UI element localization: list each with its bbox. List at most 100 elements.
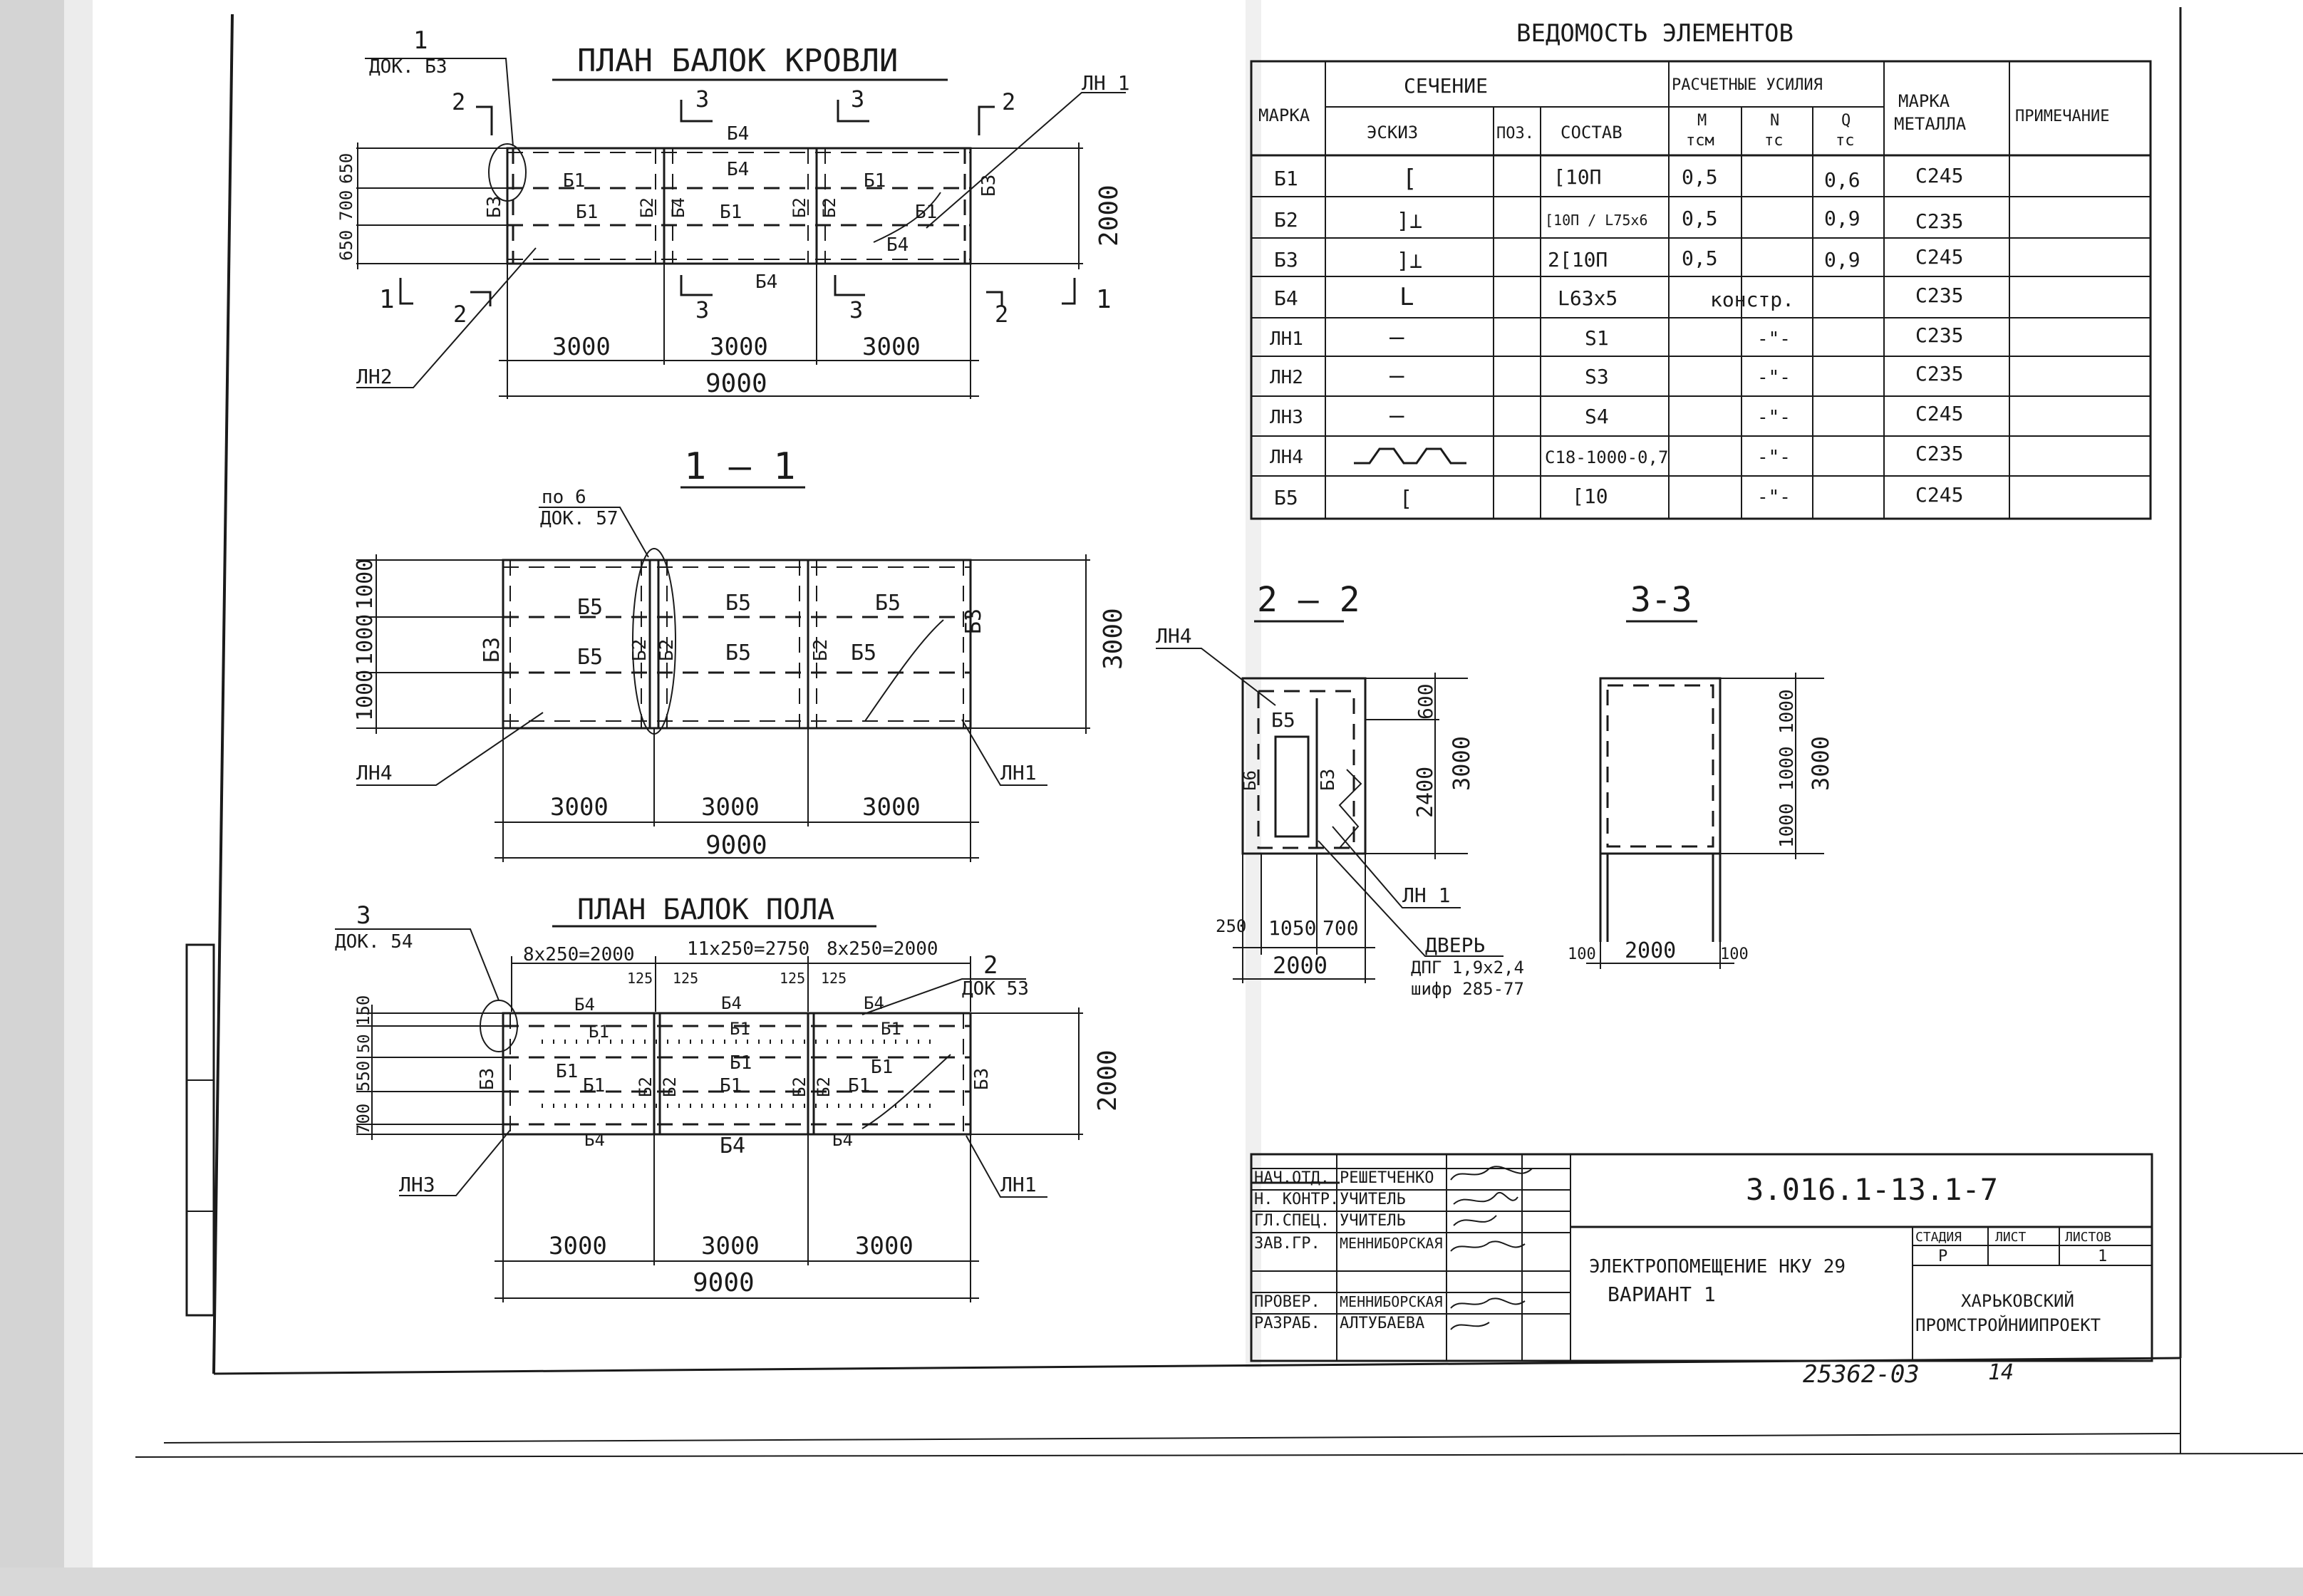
schedule-row9-comp: [10 [1572, 484, 1608, 508]
handwritten-signatures [1450, 1166, 1533, 1330]
roof-ln1-label: ЛН 1 [1082, 71, 1129, 95]
section-3-3: 3-3 1000 1000 1000 3000 100 2000 100 [1568, 580, 1834, 969]
schedule-row7-metal: С245 [1915, 402, 1963, 425]
floor-dim-right: 2000 [1093, 1050, 1122, 1112]
floor-dim-left-2: 50 [356, 1035, 373, 1054]
section22-dim-bottom-1: 250 [1216, 916, 1246, 936]
schedule-h-m2: тсм [1686, 132, 1714, 150]
floor-ref3-doc: ДОК. 54 [335, 931, 413, 953]
roof-label-b1-3: Б1 [720, 202, 742, 223]
schedule-row2-comp: [10П / L75х6 [1545, 212, 1648, 229]
archive-stamp: 25362-03 [1803, 1360, 1920, 1389]
sig-name-1: РЕШЕТЧЕНКО [1340, 1169, 1434, 1187]
roof-ref1-number: 1 [413, 26, 428, 55]
roof-cut2-right-bottom: 2 [995, 301, 1008, 328]
floor-b4-1: Б4 [574, 995, 595, 1015]
schedule-row7-mark: ЛН3 [1270, 407, 1303, 428]
floor-b1-1: Б1 [589, 1022, 609, 1042]
section11-dim-bottom-2: 3000 [701, 793, 760, 822]
floor-dim-total: 9000 [693, 1268, 755, 1297]
organization-name-1: ХАРЬКОВСКИЙ [1961, 1290, 2074, 1311]
schedule-row6-n: -"- [1757, 367, 1791, 388]
schedule-row2-mark: Б2 [1274, 208, 1298, 232]
roof-label-b1-2: Б1 [576, 202, 598, 223]
roof-plan-title: ПЛАН БАЛОК КРОВЛИ [577, 43, 898, 79]
section22-door2: ДПГ 1,9х2,4 [1411, 958, 1524, 978]
schedule-row3-comp: 2[10П [1548, 248, 1608, 271]
schedule-row1-mark: Б1 [1274, 167, 1298, 190]
sig-role-2: Н. КОНТР. [1254, 1191, 1339, 1208]
scan-shadow-bottom [0, 1568, 2303, 1596]
section22-dim-bottom-3: 700 [1323, 916, 1359, 940]
schedule-row8-n: -"- [1757, 447, 1791, 468]
section33-dim-right-total: 3000 [1807, 736, 1834, 791]
schedule-h-metal2: МЕТАЛЛА [1894, 114, 1967, 134]
schedule-row9-n: -"- [1757, 487, 1791, 508]
section33-dim-right-2: 1000 [1776, 746, 1798, 791]
floor-top-dim-2: 11x250=2750 [687, 938, 809, 960]
roof-label-b1-5: Б1 [915, 202, 937, 223]
corrugated-sheet-sketch [1354, 447, 1466, 465]
roof-dim-bottom-1: 3000 [552, 333, 611, 361]
floor-b1-8: Б1 [720, 1075, 742, 1097]
schedule-row3-metal: С245 [1915, 245, 1963, 269]
schedule-row2-metal: С235 [1915, 209, 1963, 233]
schedule-row2-sketch: ]⊥ [1397, 209, 1422, 234]
floor-beam-plan: ПЛАН БАЛОК ПОЛА 3 ДОК. 54 2 ДОК 53 8x250… [335, 893, 1122, 1302]
floor-ref2-doc: ДОК 53 [962, 978, 1029, 1000]
schedule-row6-mark: ЛН2 [1270, 367, 1303, 388]
sig-name-3: УЧИТЕЛЬ [1340, 1212, 1406, 1230]
floor-b1-2: Б1 [730, 1019, 750, 1039]
schedule-row1-m: 0,5 [1682, 165, 1718, 189]
floor-b1-7: Б1 [583, 1075, 605, 1097]
schedule-row5-sketch: — [1389, 323, 1404, 351]
page-number: 14 [1988, 1360, 2014, 1385]
section33-dim-bottom-3: 100 [1720, 945, 1749, 963]
book-fold-shadow [1246, 0, 1261, 1368]
sig-role-4: ЗАВ.ГР. [1254, 1235, 1320, 1253]
section11-ln4: ЛН4 [356, 761, 393, 784]
value-sheets: 1 [2098, 1248, 2107, 1265]
schedule-h-note: ПРИМЕЧАНИЕ [2015, 108, 2109, 125]
schedule-h-sketch: ЭСКИЗ [1367, 123, 1418, 142]
section22-dim-total: 2000 [1273, 952, 1328, 979]
section22-dim-right-total: 3000 [1448, 736, 1475, 791]
floor-b2-3: Б2 [790, 1077, 809, 1097]
roof-label-b3-left: Б3 [484, 196, 505, 218]
schedule-row4-n: констр. [1710, 288, 1794, 311]
sig-role-6: ПРОВЕР. [1254, 1293, 1320, 1311]
section11-b5-2: Б5 [725, 591, 751, 616]
schedule-h-pos: ПОЗ. [1496, 125, 1534, 142]
roof-dim-left-1: 650 [336, 153, 356, 184]
schedule-h-metal1: МАРКА [1898, 91, 1950, 111]
section22-b3: Б3 [1318, 769, 1339, 791]
schedule-h-q2: тс [1836, 132, 1855, 150]
section33-title: 3-3 [1630, 580, 1692, 620]
section11-b5-3: Б5 [875, 591, 901, 616]
schedule-row3-m: 0,5 [1682, 247, 1718, 270]
section22-dim-right-2: 2400 [1413, 767, 1438, 818]
section11-dim-left-3: 1000 [353, 670, 378, 721]
schedule-row4-metal: С235 [1915, 284, 1963, 307]
floor-small-dim-4: 125 [821, 970, 847, 987]
header-sheets: ЛИСТОВ [2065, 1230, 2111, 1245]
scan-shadow-left [0, 0, 64, 1596]
schedule-row1-metal: С245 [1915, 164, 1963, 187]
roof-dim-bottom-3: 3000 [862, 333, 921, 361]
schedule-row6-metal: С235 [1915, 362, 1963, 385]
section11-b5-4: Б5 [577, 645, 603, 670]
element-schedule: ВЕДОМОСТЬ ЭЛЕМЕНТОВ МАРКА СЕЧЕНИЕ ЭСКИЗ … [1250, 19, 2152, 520]
sig-role-7: РАЗРАБ. [1254, 1315, 1320, 1332]
header-stage: СТАДИЯ [1915, 1230, 1962, 1245]
roof-dim-left-2: 700 [336, 190, 356, 221]
roof-dim-left-3: 650 [336, 230, 356, 261]
roof-dim-right: 2000 [1094, 185, 1124, 247]
schedule-row1-sketch: [ [1402, 165, 1417, 193]
drawing-code: 3.016.1-13.1-7 [1746, 1172, 1998, 1207]
section11-b5-1: Б5 [577, 595, 603, 620]
schedule-row7-comp: S4 [1585, 405, 1609, 428]
schedule-h-section: СЕЧЕНИЕ [1404, 74, 1488, 98]
organization-name-2: ПРОМСТРОЙНИИПРОЕКТ [1915, 1315, 2101, 1335]
